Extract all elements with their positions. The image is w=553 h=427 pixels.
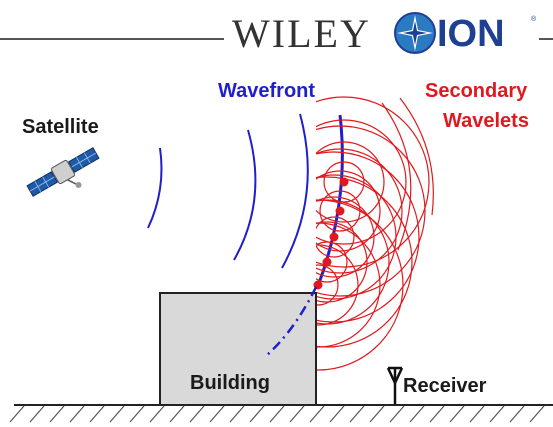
ground-hatch bbox=[9, 405, 545, 423]
ground-hatch-stroke bbox=[49, 405, 65, 423]
wavelet-set-4 bbox=[316, 176, 413, 348]
wavefront-arcs bbox=[147, 112, 344, 287]
ground-hatch-stroke bbox=[289, 405, 305, 423]
ground-hatch-stroke bbox=[349, 405, 365, 423]
ground-hatch-stroke bbox=[469, 405, 485, 423]
ground-hatch-stroke bbox=[209, 405, 225, 423]
outer-wavelet-arc-1 bbox=[381, 102, 412, 251]
outer-wavelet-arc-2 bbox=[399, 97, 434, 216]
ground-hatch-stroke bbox=[389, 405, 405, 423]
source-point-3 bbox=[329, 232, 339, 242]
wavefront-arc-2 bbox=[233, 129, 257, 261]
wavefront-arc-3 bbox=[188, 112, 209, 266]
ground-hatch-stroke bbox=[9, 405, 25, 423]
satellite-label: Satellite bbox=[22, 116, 99, 138]
wavelet-source-points bbox=[313, 177, 349, 290]
antenna-icon bbox=[386, 366, 404, 405]
secondary-wavelets-label-line1: Secondary bbox=[425, 80, 528, 102]
ground-hatch-stroke bbox=[369, 405, 385, 423]
wavefront-arc-1 bbox=[147, 147, 163, 229]
ground-hatch-stroke bbox=[29, 405, 45, 423]
wavefront-label: Wavefront bbox=[218, 80, 316, 102]
source-point-5 bbox=[313, 280, 323, 290]
building-label: Building bbox=[190, 372, 270, 394]
secondary-wavelets bbox=[316, 96, 434, 371]
ground-hatch-stroke bbox=[249, 405, 265, 423]
ground-hatch-stroke bbox=[409, 405, 425, 423]
ground-hatch-stroke bbox=[129, 405, 145, 423]
ground-hatch-stroke bbox=[529, 405, 545, 423]
ground-hatch-stroke bbox=[269, 405, 285, 423]
header-line-right bbox=[539, 38, 553, 40]
source-point-4 bbox=[322, 257, 332, 267]
wiley-logo-text: WILEY bbox=[232, 11, 371, 56]
wavelet-set-3 bbox=[316, 151, 420, 323]
source-point-2 bbox=[335, 206, 345, 216]
secondary-wavelets-label-line2: Wavelets bbox=[443, 110, 529, 132]
ground-hatch-stroke bbox=[309, 405, 325, 423]
blocked-wavefront bbox=[265, 286, 318, 357]
header-line-left bbox=[0, 38, 224, 40]
ground-hatch-stroke bbox=[429, 405, 445, 423]
ground-hatch-stroke bbox=[109, 405, 125, 423]
ground-hatch-stroke bbox=[449, 405, 465, 423]
ground-hatch-stroke bbox=[229, 405, 245, 423]
wavefront-arc-4 bbox=[281, 113, 309, 269]
ground-hatch-stroke bbox=[329, 405, 345, 423]
satellite-icon bbox=[26, 147, 100, 197]
ground-hatch-stroke bbox=[169, 405, 185, 423]
wavelet-set-5 bbox=[316, 199, 404, 371]
ground-hatch-stroke bbox=[89, 405, 105, 423]
receiver-label: Receiver bbox=[403, 375, 487, 397]
registered-mark: ® bbox=[531, 16, 537, 23]
wavelet-set-1 bbox=[316, 96, 430, 268]
wavelet-set-2 bbox=[316, 125, 426, 297]
source-point-1 bbox=[339, 177, 349, 187]
ion-logo-text: ION bbox=[437, 13, 505, 55]
ground-hatch-stroke bbox=[149, 405, 165, 423]
ground-hatch-stroke bbox=[489, 405, 505, 423]
compass-star-icon bbox=[394, 12, 436, 54]
wavefront-main bbox=[316, 114, 344, 287]
ground-hatch-stroke bbox=[189, 405, 205, 423]
ground-hatch-stroke bbox=[69, 405, 85, 423]
ground-hatch-stroke bbox=[509, 405, 525, 423]
